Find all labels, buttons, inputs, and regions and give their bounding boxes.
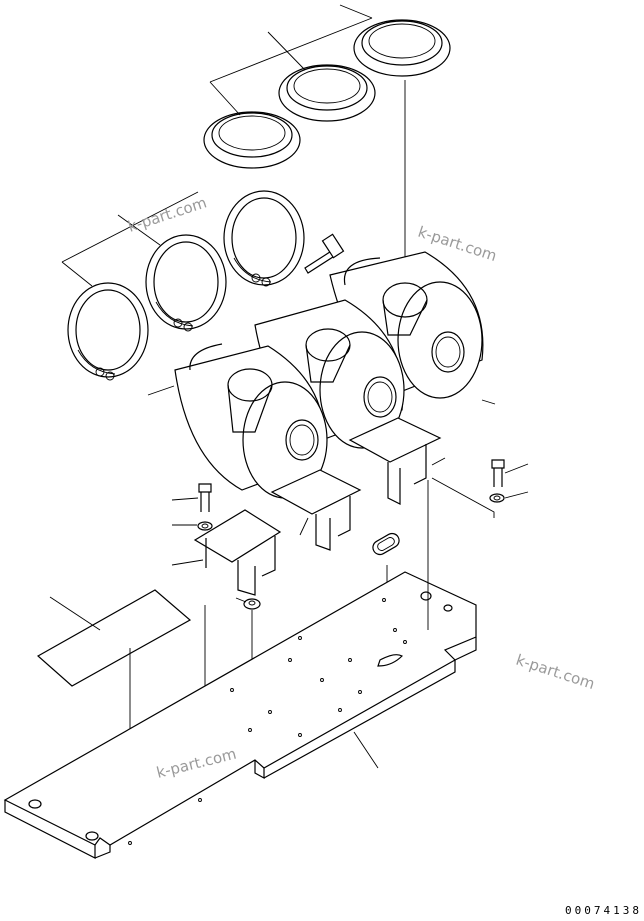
mounting-brackets — [171, 417, 446, 596]
bands-leader — [61, 191, 199, 287]
watermark-1: k-part.com — [126, 193, 209, 235]
precleaner-cap-2 — [278, 64, 376, 122]
base-plate-holes — [128, 598, 407, 845]
base-plate — [3, 480, 477, 859]
clamp-band-1 — [67, 282, 149, 381]
band-bolt — [304, 233, 345, 274]
precleaner-cap-3 — [353, 19, 451, 77]
clamp-band-3 — [223, 190, 305, 287]
caps-leader — [209, 4, 406, 262]
watermark-3: k-part.com — [514, 651, 597, 693]
bracket-middle — [270, 469, 362, 551]
hardware-left — [171, 483, 213, 700]
hardware-right — [431, 459, 529, 518]
precleaner-cap-1 — [203, 111, 301, 169]
bracket-right — [348, 417, 442, 505]
clamp-band-2 — [145, 234, 227, 332]
air-cleaner-body-1 — [147, 343, 328, 499]
clamp-bands — [61, 190, 305, 381]
air-cleaner-bodies — [147, 251, 496, 499]
precleaner-caps — [203, 4, 451, 262]
bracket-left — [171, 457, 446, 596]
drawing-code: 00074138 — [565, 904, 642, 917]
